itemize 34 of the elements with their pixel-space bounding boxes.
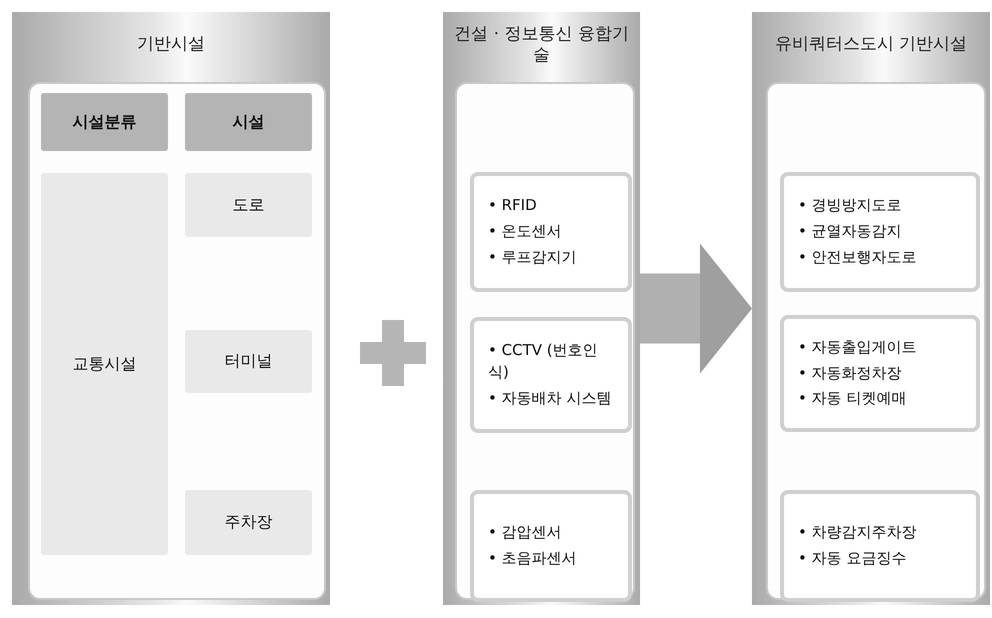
bullet-item: • 자동출입게이트 bbox=[798, 336, 918, 358]
bullet-item: • 차량감지주차장 bbox=[798, 522, 918, 544]
panel-title: 기반시설 bbox=[136, 33, 206, 56]
bullet-item: • 자동배차 시스템 bbox=[488, 388, 612, 409]
bullet-item: • 안전보행자도로 bbox=[798, 246, 918, 268]
technology-box bbox=[780, 490, 980, 602]
table-cell: 주차장 bbox=[185, 490, 312, 555]
table-cell: 도로 bbox=[185, 173, 312, 237]
bullet-item: • 초음파센서 bbox=[488, 548, 578, 569]
bullet-item: • CCTV (번호인식) bbox=[488, 340, 599, 384]
panel-title: 유비쿼터스도시 기반시설 bbox=[774, 33, 968, 56]
panel-title: 건설 · 정보통신 융합기술 bbox=[453, 22, 630, 67]
technology-box bbox=[780, 172, 980, 292]
bullet-item: • 온도센서 bbox=[488, 221, 563, 242]
column-header: 시설분류 bbox=[41, 93, 168, 151]
bullet-item: • 자동 티켓예매 bbox=[798, 388, 908, 410]
panel-card bbox=[752, 12, 990, 605]
arrow bbox=[640, 244, 752, 374]
bullet-item: • 자동화정차장 bbox=[798, 362, 903, 384]
technology-box bbox=[470, 172, 632, 292]
technology-box bbox=[780, 315, 980, 432]
bullet-item: • 경빙방지도로 bbox=[798, 195, 903, 216]
table-cell: 터미널 bbox=[185, 330, 312, 393]
technology-box bbox=[470, 490, 632, 602]
bullet-item: • 자동 요금징수 bbox=[798, 548, 908, 569]
panel-card bbox=[443, 12, 640, 605]
panel-card bbox=[12, 12, 330, 605]
bullet-item: • 루프감지기 bbox=[488, 246, 578, 268]
table-cell: 교통시설 bbox=[41, 173, 168, 555]
bullet-item: • 균열자동감지 bbox=[798, 221, 903, 242]
bullet-item: • 감압센서 bbox=[488, 522, 563, 544]
column-header: 시설 bbox=[185, 93, 312, 151]
bullet-item: • RFID bbox=[488, 195, 538, 216]
technology-box bbox=[470, 317, 632, 433]
